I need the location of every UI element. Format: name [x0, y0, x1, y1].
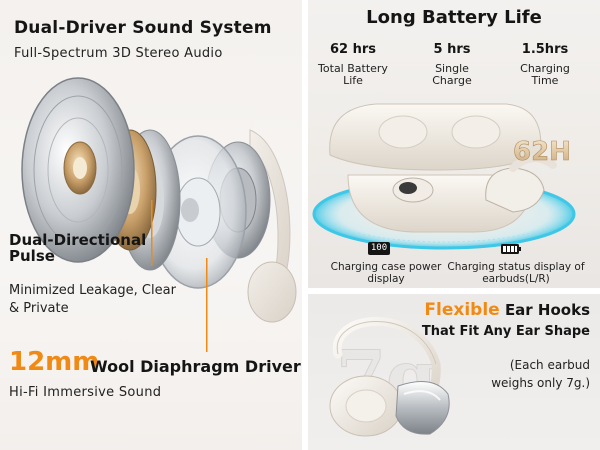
battery-status-icon	[501, 244, 521, 254]
driver-feature-desc: Hi-Fi Immersive Sound	[9, 385, 162, 400]
headline-accent: Flexible	[424, 300, 500, 320]
ear-hooks-panel: 7g Flexible Ear Hooks That Fit Any Ear S…	[308, 294, 600, 450]
stat-value: 1.5hrs	[521, 42, 569, 57]
stat-value: 5 hrs	[433, 42, 471, 57]
driver-size-value: 12mm	[9, 347, 100, 377]
case-power-display: 100	[368, 242, 390, 255]
badge-62h: 62H	[513, 137, 571, 167]
sound-system-title: Dual-Driver Sound System	[14, 18, 272, 38]
earbud-housing	[247, 261, 297, 323]
case-lid	[329, 103, 542, 171]
stat-label: Total Battery Life	[318, 62, 388, 87]
weight-note: (Each earbud weighs only 7g.)	[491, 358, 590, 390]
pulse-feature-desc: Minimized Leakage, Clear & Private	[9, 283, 176, 316]
ear-hooks-headline: Flexible Ear Hooks	[424, 300, 590, 320]
earbud-outside-case	[485, 167, 545, 213]
ear-hook-illustration: 7g	[329, 317, 450, 437]
earbud-metal-module	[395, 381, 450, 435]
stat-charging-time: 1.5hrs Charging Time	[500, 42, 590, 87]
stat-label: Single Charge	[432, 62, 472, 87]
charging-case-illustration: 62H	[312, 103, 576, 254]
driver-exploded-illustration	[21, 77, 297, 352]
headline-rest: Ear Hooks	[504, 301, 590, 319]
pulse-callout-line	[151, 200, 153, 266]
stat-single-charge: 5 hrs Single Charge	[407, 42, 497, 87]
case-display-caption: Charging case power display	[330, 261, 442, 285]
stat-label: Charging Time	[520, 62, 570, 87]
driver-callout-line	[206, 258, 208, 352]
stat-total-battery: 62 hrs Total Battery Life	[308, 42, 398, 87]
status-display-caption: Charging status display of earbuds(L/R)	[447, 261, 585, 285]
pulse-feature-title: Dual-Directional Pulse	[9, 231, 147, 265]
stat-value: 62 hrs	[329, 42, 377, 57]
dual-driver-panel: Dual-Driver Sound System Full-Spectrum 3…	[0, 0, 302, 450]
sound-system-subtitle: Full-Spectrum 3D Stereo Audio	[14, 46, 223, 61]
driver-feature-title: Wool Diaphragm Driver	[90, 357, 301, 376]
battery-title: Long Battery Life	[366, 7, 542, 28]
ear-hooks-subheadline: That Fit Any Ear Shape	[421, 324, 590, 339]
battery-life-panel: 62H Long Battery Life 62 hrs Total Batte…	[308, 0, 600, 288]
